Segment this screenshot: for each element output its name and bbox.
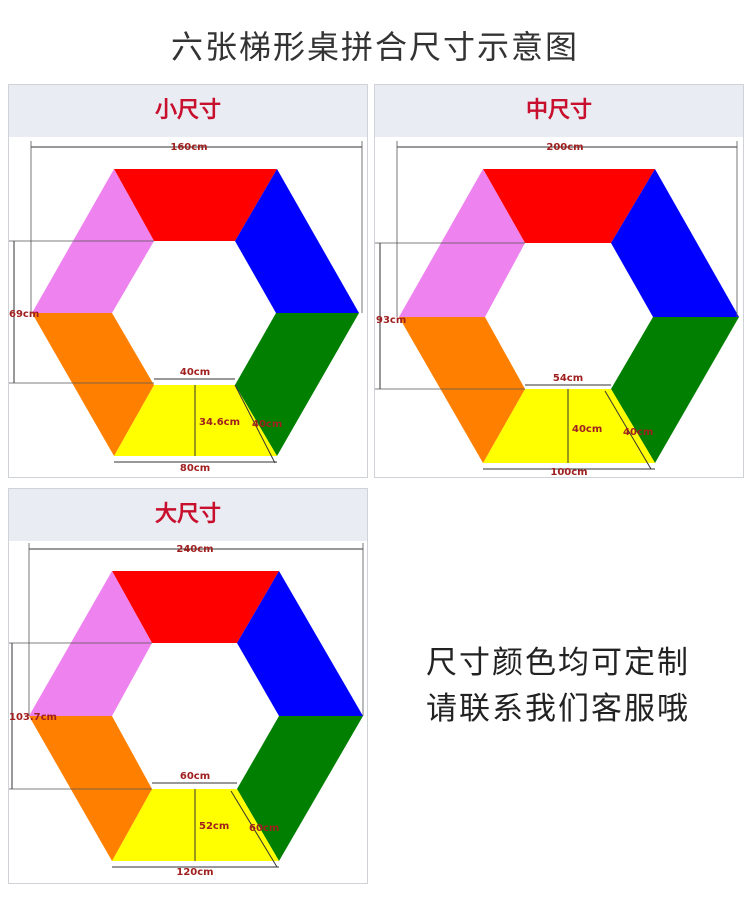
side-edge-line xyxy=(230,790,278,868)
panel-header: 中尺寸 xyxy=(375,85,743,137)
top-trapezoid xyxy=(483,169,655,243)
bottom-edge-label: 80cm xyxy=(180,463,210,474)
panel-header: 小尺寸 xyxy=(9,85,367,137)
upper-right-trapezoid xyxy=(235,169,359,313)
height-label: 93cm xyxy=(376,315,406,326)
bottom-edge-label: 120cm xyxy=(176,867,213,878)
lower-right-trapezoid xyxy=(235,313,359,456)
panel-medium: 中尺寸 200cm 93cm 54cm 40cm 40cm 100cm xyxy=(374,84,744,478)
total-width-label: 240cm xyxy=(176,544,213,555)
total-width-label: 200cm xyxy=(546,142,583,153)
lower-left-trapezoid xyxy=(32,313,154,456)
hexagon-diagram: 240cm 103.7cm 60cm 52cm 60cm 120cm xyxy=(9,543,364,878)
panel-large: 大尺寸 240cm 103.7cm 60cm 52cm 60cm 120cm xyxy=(8,488,368,884)
trapezoid-height-label: 52cm xyxy=(199,821,229,832)
upper-right-trapezoid xyxy=(611,169,739,317)
top-edge-label: 60cm xyxy=(180,771,210,782)
lower-left-trapezoid xyxy=(29,716,152,861)
side-edge-label: 60cm xyxy=(249,823,279,834)
trapezoid-height-label: 34.6cm xyxy=(199,417,240,428)
top-edge-label: 40cm xyxy=(180,367,210,378)
top-trapezoid xyxy=(112,571,279,643)
top-edge-label: 54cm xyxy=(553,373,583,384)
top-trapezoid xyxy=(114,169,277,241)
side-edge-line xyxy=(604,390,652,470)
side-edge-label: 40cm xyxy=(252,419,282,430)
lower-left-trapezoid xyxy=(399,317,525,463)
side-edge-line xyxy=(234,384,276,464)
side-edge-label: 40cm xyxy=(623,427,653,438)
height-label: 103.7cm xyxy=(9,712,57,723)
customization-note: 尺寸颜色均可定制 请联系我们客服哦 xyxy=(378,640,738,732)
bottom-edge-label: 100cm xyxy=(550,467,587,477)
total-width-label: 160cm xyxy=(170,142,207,153)
panel-header: 大尺寸 xyxy=(9,489,367,541)
hexagon-diagram: 160cm 69cm 40cm 34.6cm 40cm 80cm xyxy=(9,141,363,474)
lower-right-trapezoid xyxy=(611,317,739,463)
hexagon-diagram: 200cm 93cm 54cm 40cm 40cm 100cm xyxy=(375,141,739,477)
bottom-trapezoid xyxy=(483,389,655,463)
height-label: 69cm xyxy=(9,309,39,320)
upper-left-trapezoid xyxy=(29,571,152,716)
lower-right-trapezoid xyxy=(237,716,363,861)
upper-right-trapezoid xyxy=(237,571,363,716)
note-line-2: 请联系我们客服哦 xyxy=(426,691,690,727)
note-line-1: 尺寸颜色均可定制 xyxy=(426,645,690,681)
page-title: 六张梯形桌拼合尺寸示意图 xyxy=(170,28,579,66)
trapezoid-height-label: 40cm xyxy=(572,424,602,435)
panel-small: 小尺寸 160cm 69cm 40cm 34.6cm 40cm 80cm xyxy=(8,84,368,478)
